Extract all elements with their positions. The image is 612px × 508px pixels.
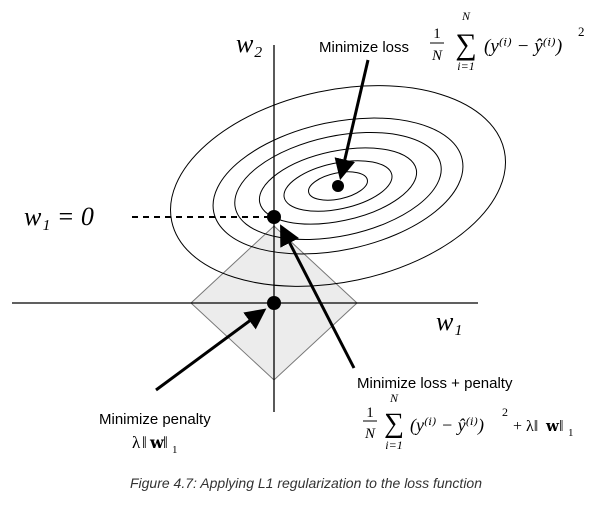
- contour-ellipse-5: [212, 117, 464, 255]
- norm-close-bars: ‖: [163, 433, 168, 452]
- sparse-solution-point: [267, 210, 281, 224]
- minimize-loss-annotation: Minimize loss 1 N N ∑ i=1 (y⁽ⁱ⁾ − ŷ⁽ⁱ⁾) …: [319, 9, 585, 73]
- lp-squared-exponent: 2: [502, 405, 508, 419]
- minimize-loss-penalty-arrow: [280, 224, 356, 369]
- lp-norm-subscript: 1: [568, 427, 574, 439]
- loss-minimum-point: [332, 180, 344, 192]
- lp-sum-lower-limit: i=1: [385, 438, 402, 452]
- lp-sum-upper-limit: N: [389, 391, 399, 405]
- w1-axis-label: w₁: [436, 307, 462, 336]
- lp-weight-vector-symbol: w: [545, 417, 560, 435]
- mean-fraction-numerator: 1: [433, 26, 441, 42]
- lp-penalty-term: + λ‖: [513, 418, 538, 435]
- minimize-loss-penalty-annotation: Minimize loss + penalty 1 N N ∑ i=1 (y⁽ⁱ…: [357, 375, 574, 452]
- contour-ellipse-6: [170, 85, 506, 287]
- contour-ellipse-2: [283, 160, 393, 212]
- norm-open-bars: ‖: [142, 433, 147, 452]
- minimize-loss-penalty-label: Minimize loss + penalty: [357, 375, 513, 392]
- minimize-penalty-arrow: [155, 308, 267, 392]
- weight-vector-symbol: w: [149, 433, 165, 452]
- loss-contours: [170, 85, 506, 287]
- minimize-penalty-label: Minimize penalty: [99, 411, 211, 428]
- figure-caption: Figure 4.7: Applying L1 regularization t…: [129, 475, 483, 491]
- squared-error-term: (y⁽ⁱ⁾ − ŷ⁽ⁱ⁾): [484, 36, 562, 57]
- contour-ellipse-3: [258, 147, 418, 225]
- contour-ellipse-4: [234, 131, 442, 241]
- w1-zero-label: w₁ = 0: [24, 202, 94, 231]
- minimize-loss-arrow: [334, 59, 370, 181]
- minimize-penalty-annotation: Minimize penalty λ ‖ w ‖ 1: [99, 411, 211, 456]
- lp-summation-symbol: ∑: [384, 408, 404, 439]
- sum-upper-limit: N: [461, 9, 471, 23]
- w2-axis-label: w₂: [236, 29, 262, 58]
- lambda-symbol: λ: [132, 433, 141, 452]
- loss-penalty-formula: 1 N N ∑ i=1 (y⁽ⁱ⁾ − ŷ⁽ⁱ⁾) 2 + λ‖ w ‖ 1: [363, 391, 574, 452]
- lp-norm-close-bars: ‖: [559, 418, 564, 435]
- penalty-formula: λ ‖ w ‖ 1: [132, 433, 178, 456]
- squared-exponent: 2: [578, 24, 585, 39]
- origin-point: [267, 296, 281, 310]
- sum-lower-limit: i=1: [457, 59, 474, 73]
- mean-fraction-denominator: N: [431, 48, 443, 64]
- lp-fraction-numerator: 1: [366, 405, 374, 421]
- minimize-loss-formula: 1 N N ∑ i=1 (y⁽ⁱ⁾ − ŷ⁽ⁱ⁾) 2: [430, 9, 585, 73]
- summation-symbol: ∑: [455, 28, 476, 61]
- norm-subscript: 1: [172, 444, 178, 456]
- minimize-loss-label: Minimize loss: [319, 39, 409, 56]
- lp-squared-error-term: (y⁽ⁱ⁾ − ŷ⁽ⁱ⁾): [410, 415, 484, 436]
- lp-fraction-denominator: N: [364, 426, 376, 442]
